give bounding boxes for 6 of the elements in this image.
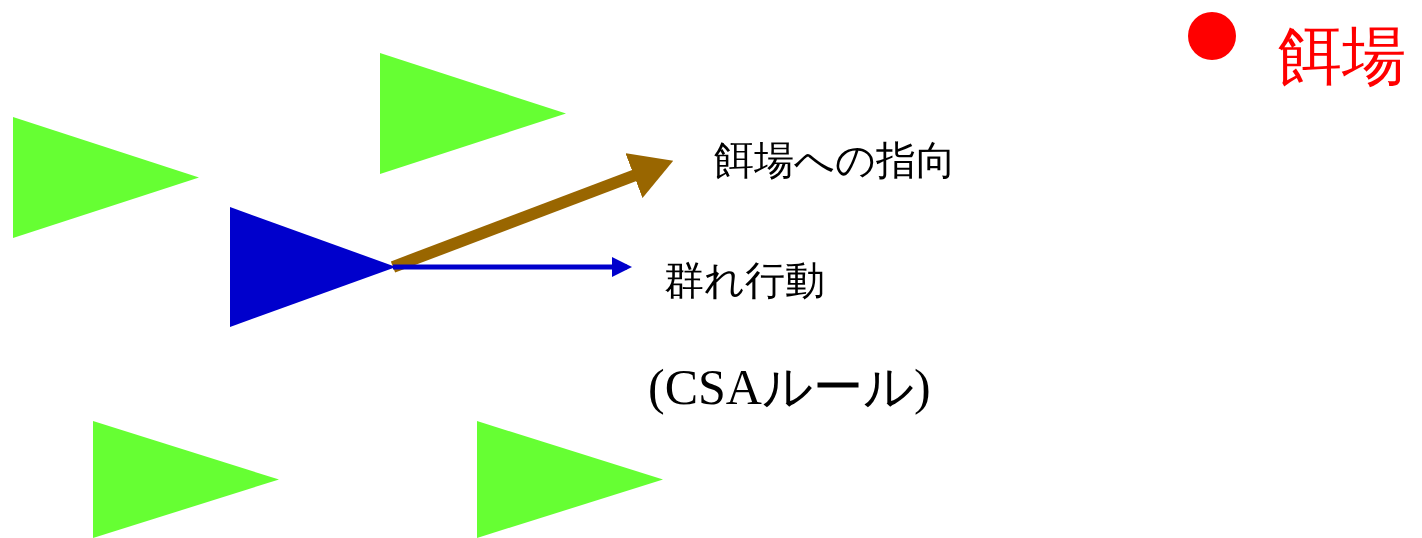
arrow — [390, 153, 674, 273]
rule-note: (CSAルール) — [648, 360, 931, 415]
edge-label: 群れ行動 — [664, 258, 825, 302]
arrow — [393, 257, 632, 277]
place-label: 餌場 — [1278, 24, 1406, 88]
edge-label: 餌場への指向 — [714, 138, 956, 182]
